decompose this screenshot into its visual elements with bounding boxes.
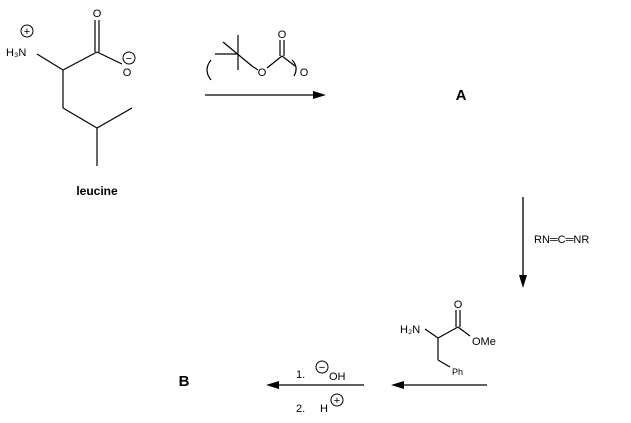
hydroxide-charge-circle <box>315 360 329 374</box>
leucine-structure: + H₃N O O − leucine <box>6 8 136 198</box>
tbu-o-bond <box>251 65 259 71</box>
carbonyl-oxygen: O <box>93 8 102 20</box>
o-carbonyl-bond <box>266 55 283 69</box>
reaction-arrow-2 <box>519 197 527 288</box>
phe-carbonyl-oxygen: O <box>454 299 463 311</box>
condition-step1-number: 1. <box>296 369 305 381</box>
proton-charge-circle <box>330 393 344 407</box>
phe-phenyl: Ph <box>452 367 463 377</box>
reaction-arrow-4 <box>266 381 364 389</box>
tbu-diagonal <box>222 41 253 67</box>
phenylalanine-methyl-ester-structure: H₂N O OMe Ph <box>400 299 496 377</box>
hydroxide-charge: − <box>319 362 325 374</box>
hydroxide-reagent: OH <box>329 371 346 383</box>
carbodiimide-reagent: RN═C═NR <box>534 234 589 246</box>
amine-positive-charge: + <box>24 26 30 38</box>
phe-amine: H₂N <box>400 324 420 336</box>
carboxylate-negative-charge-circle <box>122 51 136 65</box>
cgamma-methyl1-bond <box>96 107 133 129</box>
phe-ester-group: OMe <box>472 336 496 348</box>
boc-carbonyl-oxygen: O <box>278 29 287 41</box>
bridging-oxygen: O <box>300 67 309 79</box>
hydrolysis-conditions: 1. − OH 2. H + <box>296 360 346 415</box>
phe-calpha-carbonyl-bond <box>437 326 459 339</box>
reaction-arrow-3 <box>391 381 487 389</box>
calpha-carbonyl-bond <box>62 51 98 71</box>
leucine-name: leucine <box>76 184 118 198</box>
bracket-right <box>291 59 297 77</box>
product-b-label: B <box>179 373 190 390</box>
proton-reagent: H <box>320 403 328 415</box>
carboxylate-bond <box>96 51 123 65</box>
reaction-arrow-1 <box>205 91 326 99</box>
bracket-left <box>206 59 212 81</box>
amine-positive-charge-circle <box>20 24 34 38</box>
leucine-amine-label: H₃N <box>6 47 26 59</box>
carboxylate-negative-charge: − <box>126 53 132 65</box>
intermediate-a-label: A <box>456 87 467 104</box>
phe-ester-bond <box>457 326 471 337</box>
condition-step2-number: 2. <box>296 403 305 415</box>
carboxylate-oxygen: O <box>123 67 132 79</box>
cbeta-cgamma-bond <box>62 107 98 129</box>
proton-charge: + <box>334 395 340 407</box>
phe-cbeta-ph-bond <box>437 359 451 368</box>
n-calpha-bond <box>36 53 64 71</box>
carbonyl-bridge-bond <box>281 55 296 67</box>
phe-n-calpha-bond <box>424 328 439 339</box>
ester-oxygen: O <box>258 67 267 79</box>
boc-anhydride-structure: O O O <box>206 29 309 81</box>
